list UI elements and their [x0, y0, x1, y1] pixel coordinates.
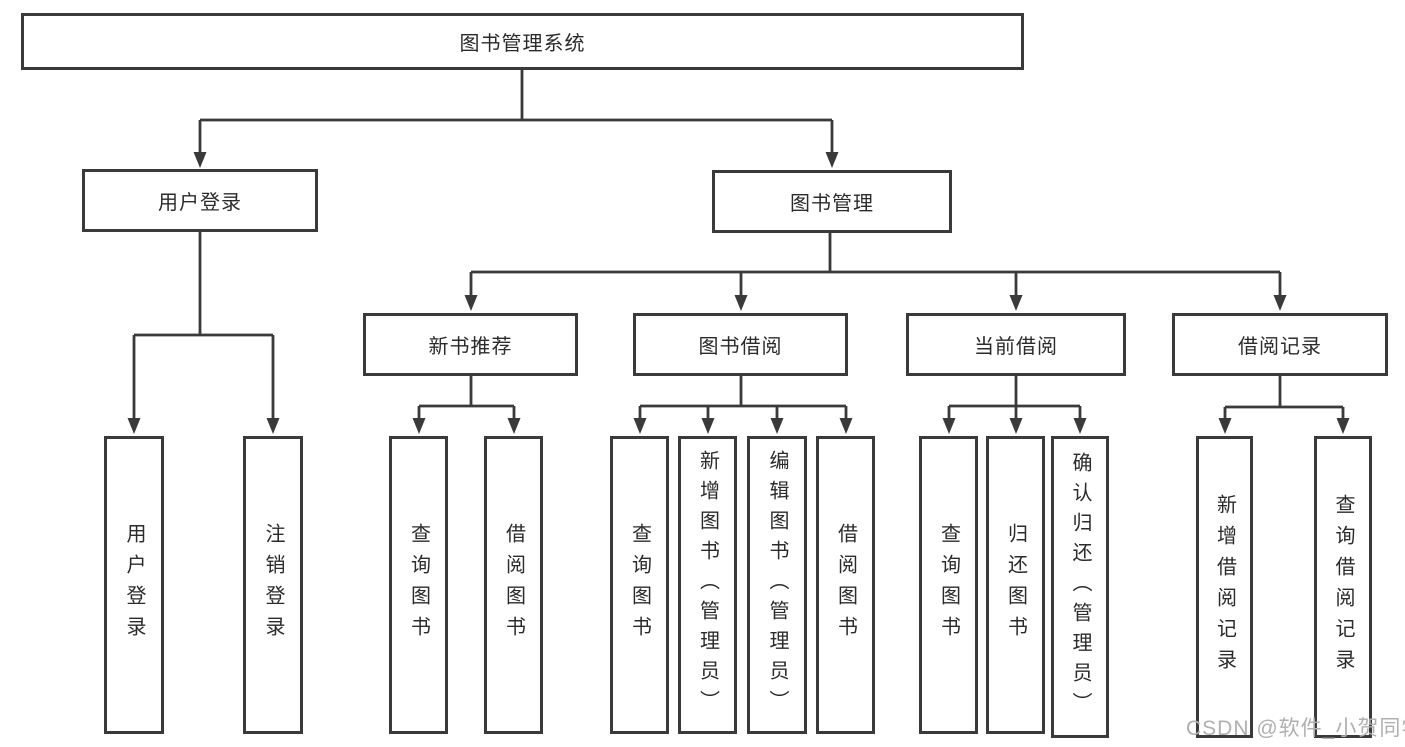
- leaf-current-confirm-return-admin: 确认归还（管理员）: [1051, 436, 1109, 738]
- leaf-current-return-books: 归还图书: [986, 436, 1045, 734]
- arrowhead: [1336, 418, 1350, 434]
- connector-root-to-level2: [198, 70, 834, 153]
- leaf-current-query-books-label: 查询图书: [937, 523, 960, 647]
- leaf-records-query-record-label: 查询借阅记录: [1332, 494, 1354, 680]
- leaf-newbook-query-books: 查询图书: [389, 436, 448, 734]
- leaf-newbook-borrow-books-label: 借阅图书: [502, 523, 525, 647]
- leaf-records-query-record: 查询借阅记录: [1314, 436, 1372, 738]
- node-borrowing-records: 借阅记录: [1172, 313, 1388, 376]
- leaf-current-query-books: 查询图书: [919, 436, 978, 734]
- arrowhead: [1273, 295, 1287, 311]
- leaf-records-add-record-label: 新增借阅记录: [1213, 494, 1236, 680]
- node-current-borrowing: 当前借阅: [906, 313, 1126, 376]
- leaf-newbook-borrow-books: 借阅图书: [484, 436, 543, 734]
- arrowhead: [266, 418, 280, 434]
- leaf-current-confirm-return-admin-label: 确认归还（管理员）: [1069, 452, 1091, 722]
- leaf-newbook-query-books-label: 查询图书: [407, 523, 430, 647]
- leaf-current-return-books-label: 归还图书: [1004, 523, 1027, 647]
- arrowhead: [633, 418, 647, 434]
- arrowhead: [1218, 418, 1232, 434]
- node-library-management-system: 图书管理系统: [21, 13, 1024, 70]
- leaf-logout: 注销登录: [243, 436, 303, 734]
- leaf-borrow-query-books: 查询图书: [610, 436, 669, 734]
- arrowhead: [701, 418, 715, 434]
- arrowhead: [734, 295, 748, 311]
- arrowhead: [193, 152, 207, 168]
- connector-book-management: [469, 233, 1282, 296]
- arrowhead: [1009, 295, 1023, 311]
- leaf-borrow-edit-books-admin: 编辑图书（管理员）: [747, 436, 807, 734]
- leaf-borrow-borrow-books-label: 借阅图书: [834, 523, 857, 647]
- leaf-borrow-add-books-admin-label: 新增图书（管理员）: [696, 450, 719, 720]
- arrowhead: [839, 418, 853, 434]
- arrowhead: [942, 418, 956, 434]
- leaf-user-login-label: 用户登录: [123, 523, 145, 647]
- arrowhead: [1009, 418, 1023, 434]
- arrowhead: [412, 418, 426, 434]
- watermark: CSDN @软件_小贺同学: [1186, 717, 1405, 740]
- arrowhead: [127, 418, 141, 434]
- leaf-borrow-borrow-books: 借阅图书: [816, 436, 875, 734]
- arrowhead: [507, 418, 521, 434]
- node-book-borrowing: 图书借阅: [633, 313, 848, 376]
- node-book-management: 图书管理: [712, 170, 952, 233]
- connector-new-book: [417, 376, 516, 419]
- arrowhead: [825, 152, 839, 168]
- leaf-user-login: 用户登录: [104, 436, 164, 734]
- arrowhead: [770, 418, 784, 434]
- leaf-logout-label: 注销登录: [262, 523, 284, 647]
- connector-book-borrowing: [638, 376, 848, 419]
- node-new-book-recommendation: 新书推荐: [363, 313, 578, 376]
- leaf-borrow-query-books-label: 查询图书: [628, 523, 651, 647]
- connector-current-borrowing: [947, 376, 1082, 419]
- arrowhead: [464, 295, 478, 311]
- node-user-login: 用户登录: [82, 169, 318, 232]
- leaf-records-add-record: 新增借阅记录: [1196, 436, 1253, 738]
- leaf-borrow-edit-books-admin-label: 编辑图书（管理员）: [766, 450, 788, 720]
- leaf-borrow-add-books-admin: 新增图书（管理员）: [678, 436, 737, 734]
- connector-user-login: [132, 232, 275, 419]
- connector-borrowing-records: [1223, 376, 1345, 419]
- arrowhead: [1073, 418, 1087, 434]
